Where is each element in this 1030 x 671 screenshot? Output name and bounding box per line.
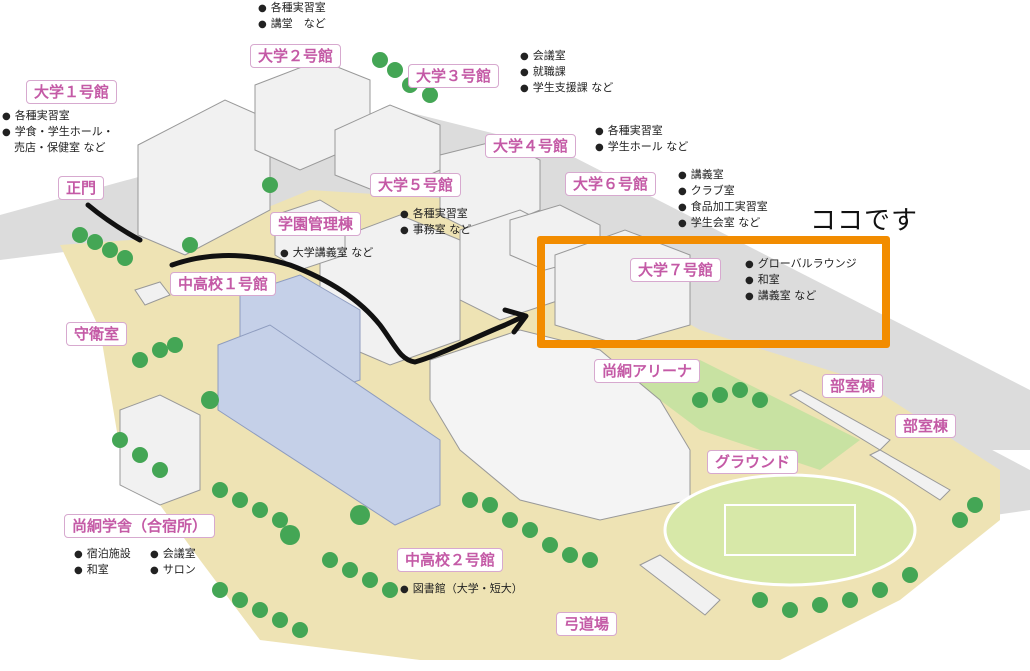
label-kyudo: 弓道場 [556,612,618,636]
label-u2: 大学２号館 [250,44,342,68]
label-admin: 学園管理棟 [270,212,362,236]
building-hs2 [217,324,441,526]
info-hs2: 図書館（大学・短大） [400,581,523,597]
label-u1: 大学１号館 [26,80,118,104]
info-u6: 講義室 クラブ室 食品加工実習室 学生会室 など [678,167,768,231]
label-hs2: 中高校２号館 [397,548,504,572]
annotation-text: ココです [810,206,919,236]
route-arrowhead [502,307,529,335]
label-u6: 大学６号館 [565,172,657,196]
hs-buildings [217,274,441,526]
trees [72,52,983,638]
info-u5: 各種実習室 事務室 など [400,206,472,238]
label-hs1: 中高校１号館 [170,272,277,296]
info-dorm: 宿泊施設 和室 [74,546,131,578]
label-u4: 大学４号館 [485,134,577,158]
info-u2: 各種実習室 講堂 など [258,0,326,32]
building-u1 [137,99,271,256]
label-ground: グラウンド [707,450,799,474]
info-admin: 大学講義室 など [280,245,374,261]
label-club2: 部室棟 [895,414,957,438]
label-u7: 大学７号館 [630,258,722,282]
label-gate: 正門 [58,176,105,200]
info-u7: グローバルラウンジ 和室 講義室 など [745,256,857,304]
highlight-box [537,236,890,348]
label-dorm: 尚絅学舎（合宿所） [64,514,216,538]
building-kyudo [639,554,721,616]
info-u3: 会議室 就職課 学生支援課 など [520,48,614,96]
route-line [85,202,523,365]
label-u3: 大学３号館 [408,64,500,88]
track-field [663,473,917,587]
label-u5: 大学５号館 [370,173,462,197]
info-dorm-col2: 会議室 サロン [150,546,196,578]
building-guard [134,281,171,306]
building-club2 [868,449,951,501]
label-club1: 部室棟 [822,374,884,398]
building-dorm [119,394,201,506]
label-guard: 守衛室 [66,322,128,346]
building-club1 [788,389,891,451]
label-arena: 尚絅アリーナ [594,359,701,383]
info-u4: 各種実習室 学生ホール など [595,123,689,155]
info-u1: 各種実習室 学食・学生ホール・ 売店・保健室 など [2,108,114,156]
